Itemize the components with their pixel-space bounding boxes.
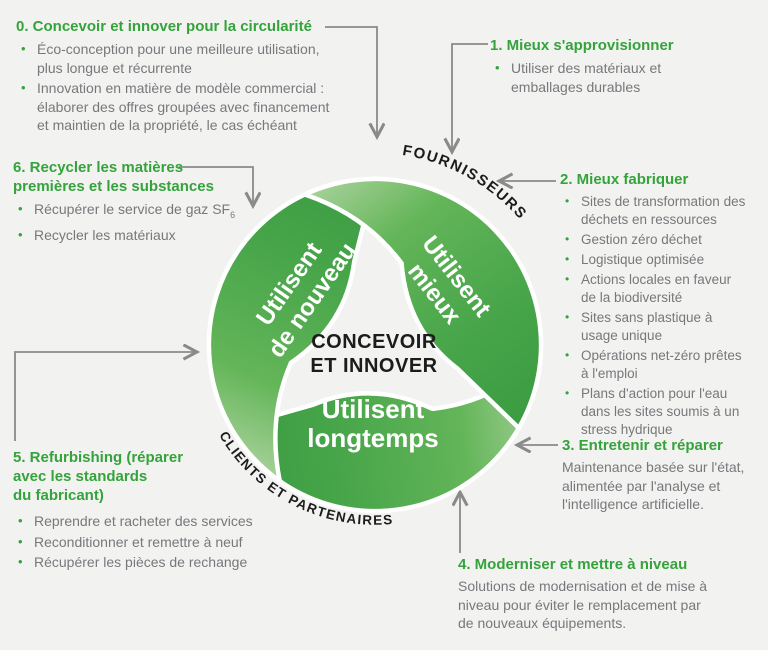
bullet-dot: •	[565, 310, 570, 324]
bullet-dot: •	[565, 194, 570, 208]
connector-arrows	[14, 26, 558, 553]
center-line2: ET INNOVER	[310, 355, 437, 377]
bullet-dot: •	[18, 554, 23, 569]
block-3-maintain-repair: 3. Entretenir et réparer Maintenance bas…	[562, 436, 768, 514]
bullet-dot: •	[18, 227, 23, 243]
bullet-dot: •	[565, 232, 570, 246]
block-0-bullet-1: Éco-conception pour une meilleure utilis…	[37, 41, 320, 76]
block-2-bullet-7: Plans d'action pour l'eau dans les sites…	[581, 386, 740, 437]
bullet-dot: •	[565, 386, 570, 400]
bullet-dot: •	[18, 533, 23, 549]
block-2-bullet-6: Opérations net-zéro prêtes à l'emploi	[581, 348, 742, 381]
bullet-dot: •	[565, 252, 570, 266]
block-2-bullet-1: Sites de transformation des déchets en r…	[581, 194, 746, 227]
arrow-block1-to-circle	[452, 43, 488, 151]
list-item: • Récupérer les pièces de rechange	[13, 553, 303, 572]
block-6-title: 6. Recycler les matières premières et le…	[13, 159, 214, 195]
list-item: • Reconditionner et remettre à neuf	[13, 533, 303, 552]
bullet-dot: •	[565, 348, 570, 362]
block-5-bullet-1: Reprendre et racheter des services	[34, 513, 253, 529]
block-6-bullet-1: Récupérer le service de gaz SF6	[34, 200, 273, 224]
bullet-dot: •	[21, 80, 26, 95]
bullet-dot: •	[21, 41, 26, 56]
block-2-bullet-2: Gestion zéro déchet	[581, 232, 702, 247]
list-item: • Sites de transformation des déchets en…	[560, 193, 766, 229]
list-item: • Sites sans plastique à usage unique	[560, 309, 766, 345]
list-item: • Recycler les matériaux	[13, 226, 273, 245]
block-4-modernize-upgrade: 4. Moderniser et mettre à niveau Solutio…	[458, 555, 768, 633]
use-long-line1: Utilisent	[322, 394, 425, 424]
block-4-body: Solutions de modernisation et de mise à …	[458, 578, 708, 631]
list-item: • Reprendre et racheter des services	[13, 512, 303, 531]
bullet-dot: •	[495, 60, 500, 75]
block-2-bullet-3: Logistique optimisée	[581, 252, 705, 267]
block-4-title: 4. Moderniser et mettre à niveau	[458, 556, 688, 573]
segment-use-better	[302, 176, 544, 431]
block-2-make-better: 2. Mieux fabriquer • Sites de transforma…	[560, 170, 766, 441]
center-label: CONCEVOIR ET INNOVER	[310, 331, 437, 377]
block-1-bullet-1: Utiliser des matériaux et emballages dur…	[511, 60, 662, 95]
list-item: • Utiliser des matériaux et emballages d…	[490, 59, 720, 96]
list-item: • Gestion zéro déchet	[560, 231, 766, 249]
list-item: • Récupérer le service de gaz SF6	[13, 200, 273, 224]
recycle-segments	[206, 176, 544, 514]
bullet-dot: •	[18, 201, 23, 216]
sf6-text: Récupérer le service de gaz SF	[34, 201, 231, 217]
center-line1: CONCEVOIR	[311, 331, 437, 353]
block-2-bullet-5: Sites sans plastique à usage unique	[581, 310, 713, 343]
block-2-bullet-4: Actions locales en faveur de la biodiver…	[581, 272, 732, 305]
block-0-design-innovate: 0. Concevoir et innover pour la circular…	[16, 17, 378, 137]
list-item: • Logistique optimisée	[560, 251, 766, 269]
block-6-recycle-materials: 6. Recycler les matières premières et le…	[13, 158, 273, 247]
label-use-long: Utilisent longtemps	[307, 394, 438, 453]
sf6-subscript: 6	[230, 209, 236, 220]
list-item: • Innovation en matière de modèle commer…	[16, 79, 378, 135]
block-2-title: 2. Mieux fabriquer	[560, 171, 689, 188]
use-long-line2: longtemps	[307, 423, 438, 453]
block-0-bullet-2: Innovation en matière de modèle commerci…	[37, 80, 330, 133]
block-6-bullet-2: Recycler les matériaux	[34, 227, 176, 244]
block-1-title: 1. Mieux s'approvisionner	[490, 37, 674, 54]
list-item: • Opérations net-zéro prêtes à l'emploi	[560, 347, 766, 383]
bullet-dot: •	[565, 272, 570, 286]
list-item: • Éco-conception pour une meilleure util…	[16, 40, 378, 77]
block-5-refurbishing: 5. Refurbishing (réparer avec les standa…	[13, 448, 303, 574]
list-item: • Actions locales en faveur de la biodiv…	[560, 271, 766, 307]
block-1-source-better: 1. Mieux s'approvisionner • Utiliser des…	[490, 36, 720, 98]
arrow-block6-to-circle	[179, 166, 253, 205]
list-item: • Plans d'action pour l'eau dans les sit…	[560, 385, 766, 439]
block-5-bullet-3: Récupérer les pièces de rechange	[34, 554, 248, 570]
block-5-bullet-2: Reconditionner et remettre à neuf	[34, 533, 243, 550]
block-3-body: Maintenance basée sur l'état, alimentée …	[562, 459, 745, 512]
arrow-block5-to-circle	[14, 352, 196, 441]
block-5-title: 5. Refurbishing (réparer avec les standa…	[13, 449, 184, 504]
bullet-dot: •	[18, 513, 23, 528]
block-3-title: 3. Entretenir et réparer	[562, 437, 723, 454]
block-0-title: 0. Concevoir et innover pour la circular…	[16, 18, 312, 35]
arrow-block0-to-circle	[325, 26, 377, 136]
